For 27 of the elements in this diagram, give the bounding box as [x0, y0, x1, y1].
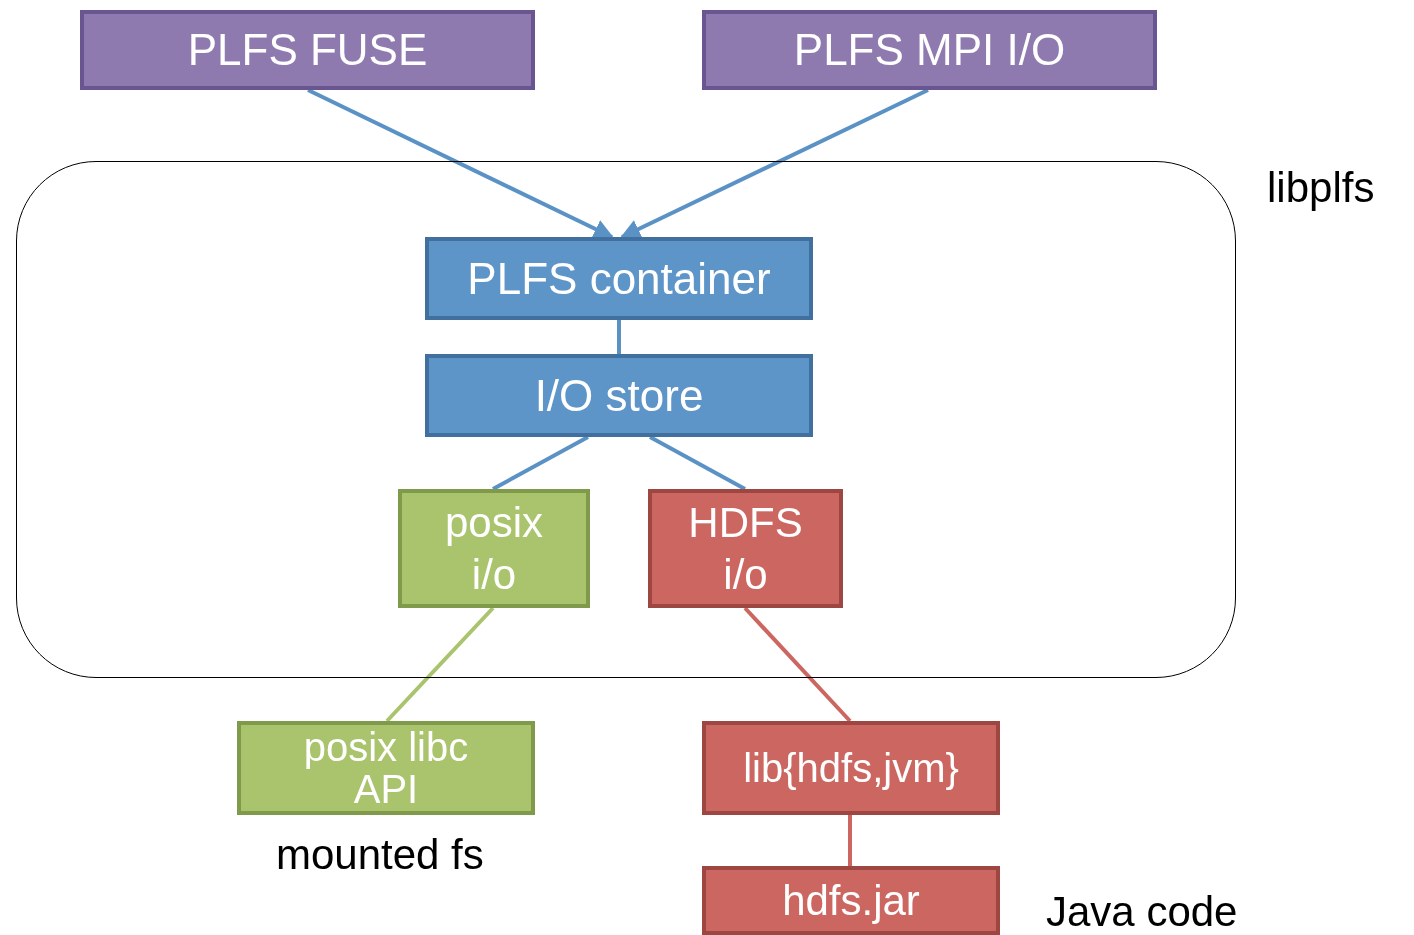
- node-caption: mounted fs: [276, 831, 484, 879]
- box-label: I/O store: [534, 369, 704, 422]
- box-label: hdfs.jar: [782, 875, 920, 926]
- node-caption: Java code: [1046, 888, 1238, 935]
- group-heading: libplfs: [1267, 164, 1375, 212]
- box-label: PLFS FUSE: [187, 24, 428, 77]
- connector-line: [617, 320, 621, 354]
- box-label: posix i/o: [443, 498, 545, 600]
- process-box: [425, 237, 813, 320]
- process-box: [702, 10, 1157, 90]
- box-label: PLFS container: [467, 252, 771, 305]
- process-box: [425, 354, 813, 437]
- box-label: posix libc API: [302, 726, 470, 810]
- process-box: [80, 10, 535, 90]
- process-box: [648, 489, 843, 608]
- process-box: [398, 489, 590, 608]
- process-box: [702, 721, 1000, 815]
- box-label: HDFS i/o: [687, 498, 804, 600]
- connector-line: [649, 435, 746, 491]
- box-label: lib{hdfs,jvm}: [743, 744, 959, 792]
- connector-line: [848, 815, 852, 866]
- arrow: [307, 88, 614, 239]
- box-label: PLFS MPI I/O: [793, 24, 1066, 77]
- connector-line: [385, 606, 495, 723]
- arrow: [620, 88, 929, 239]
- connector-line: [743, 606, 852, 723]
- connector-line: [492, 435, 589, 491]
